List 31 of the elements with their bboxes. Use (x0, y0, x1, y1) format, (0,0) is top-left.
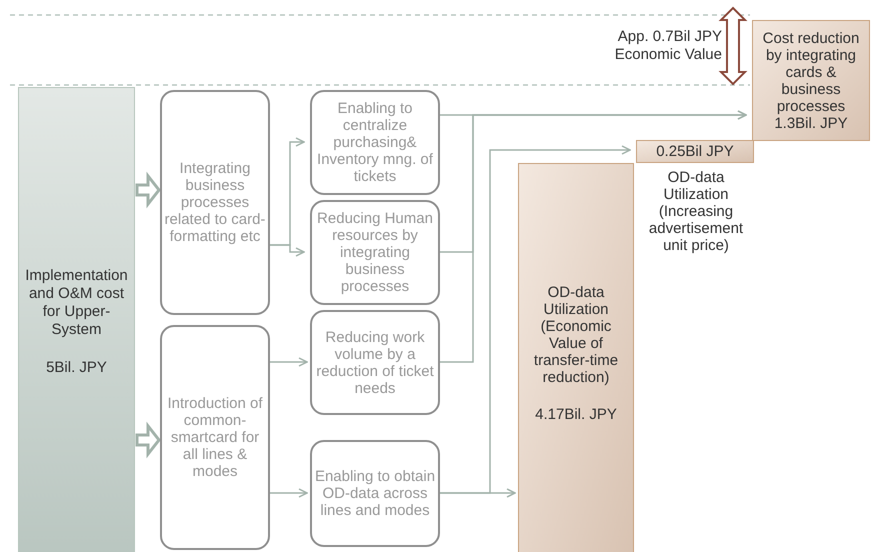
node-text: Enabling to obtain OD-data across lines and modes (314, 468, 436, 519)
block-arrow (136, 422, 161, 458)
node-caption: OD-data Utilization (Increasing advertisement unit price) (648, 169, 744, 254)
arrow (270, 488, 308, 498)
process-box (310, 310, 440, 415)
node-text: OD-data Utilization (Economic Value of transfer-time reduction) (532, 284, 620, 386)
amount-text: 4.17Bil. JPY (535, 406, 617, 423)
node-text: Introduction of common-smartcard for all lines & modes (166, 395, 264, 480)
amount-text: 5Bil. JPY (46, 359, 107, 377)
note-text: App. 0.7Bil JPY Economic Value (614, 28, 722, 64)
node-text: Enabling to centralize purchasing& Inventory mng. of tickets (316, 100, 434, 185)
block-arrow (136, 172, 161, 208)
arrow (270, 357, 308, 367)
amount-text: 1.3Bil. JPY (774, 114, 848, 132)
node-text: Reducing work volume by a reduction of ticket needs (315, 328, 435, 396)
node-text: Integrating business processes related to card-formatting etc (164, 160, 266, 245)
process-box (160, 325, 270, 550)
process-box (310, 90, 440, 195)
process-box (310, 440, 440, 547)
node-text: Implementation and O&M cost for Upper-System (24, 267, 129, 339)
arrow (270, 244, 305, 257)
node-text: 0.25Bil JPY (656, 143, 734, 160)
node-text: Reducing Human resources by integrating business processes (316, 210, 434, 295)
cost-bar (18, 87, 135, 552)
process-box (160, 90, 270, 315)
benefit-bar (752, 20, 870, 141)
arrow (440, 110, 747, 363)
arrow (440, 145, 631, 494)
process-box (310, 200, 440, 305)
benefit-bar (518, 163, 634, 552)
node-text: Cost reduction by integrating cards & business processes (762, 30, 860, 114)
